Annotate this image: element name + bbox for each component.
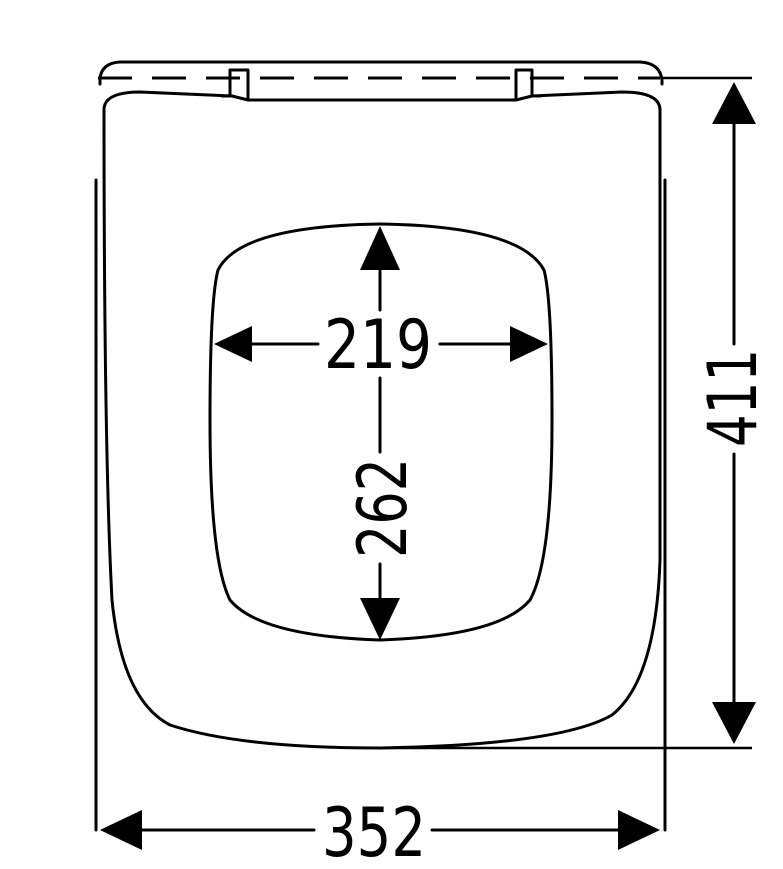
arrow-left <box>100 810 142 850</box>
dimension-opening-depth: 262 <box>344 226 423 640</box>
arrow-right <box>510 326 548 362</box>
overall-length-label: 411 <box>694 349 773 447</box>
opening-depth-label: 262 <box>344 458 423 558</box>
overall-width-label: 352 <box>322 794 426 869</box>
dimension-overall-length: 411 <box>694 82 773 744</box>
opening-width-label: 219 <box>324 306 432 385</box>
dimension-overall-width: 352 <box>100 794 660 869</box>
arrow-down <box>360 598 400 640</box>
arrow-up <box>360 226 400 270</box>
arrow-down <box>712 702 756 744</box>
seat-body-outline <box>102 90 662 750</box>
dimension-opening-width: 219 <box>214 306 548 385</box>
arrow-up <box>712 82 756 124</box>
hinge-cover-top <box>98 60 664 86</box>
arrow-right <box>618 810 660 850</box>
arrow-left <box>214 326 252 362</box>
